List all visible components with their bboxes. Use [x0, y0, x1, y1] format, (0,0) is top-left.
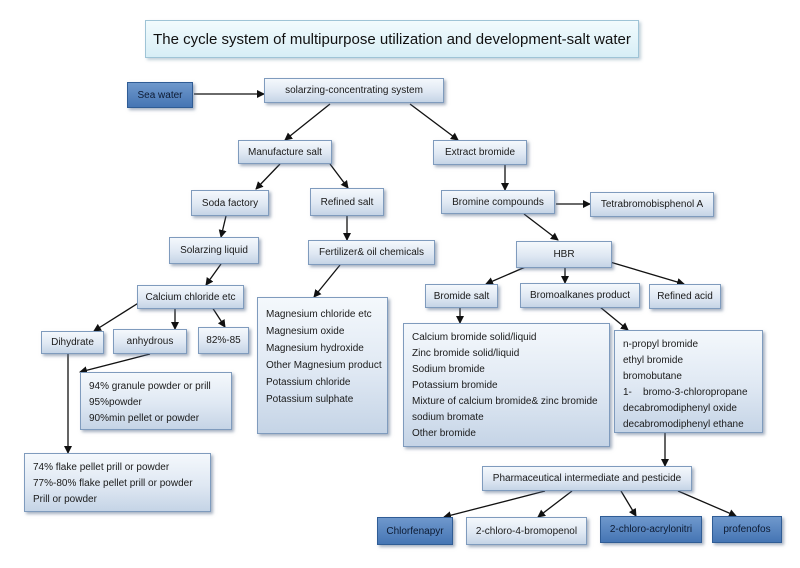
node-calcium-chloride: Calcium chloride etc — [137, 285, 244, 309]
list-magnesium-products: Magnesium chloride etc Magnesium oxide M… — [257, 297, 388, 434]
list-item: 90%min pellet or powder — [89, 413, 200, 424]
node-soda-factory: Soda factory — [191, 190, 269, 216]
arrow-fertilizer-to-magnesium — [313, 264, 341, 298]
node-82-85: 82%-85 — [198, 327, 249, 354]
node-chloro-acrylonitrile: 2-chloro-acrylonitri — [600, 516, 702, 543]
node-chloro-bromophenol: 2-chloro-4-bromopenol — [466, 517, 587, 545]
node-refined-acid: Refined acid — [649, 284, 721, 309]
list-item: Calcium bromide solid/liquid — [412, 332, 537, 343]
node-solarizing-system: solarzing-concentrating system — [264, 78, 444, 103]
node-profenofos: profenofos — [712, 516, 782, 543]
list-item: 74% flake pellet prill or powder — [33, 462, 170, 473]
list-item: n-propyl bromide — [623, 339, 699, 350]
list-item: Potassium bromide — [412, 380, 498, 391]
node-sea-water: Sea water — [127, 82, 193, 108]
node-bromoalkanes-product: Bromoalkanes product — [520, 283, 640, 308]
node-manufacture-salt: Manufacture salt — [238, 140, 332, 164]
list-item: 1- bromo-3-chloropropane — [623, 387, 748, 398]
list-item: decabromodiphenyl oxide — [623, 403, 737, 414]
list-item: Magnesium oxide — [266, 326, 345, 337]
list-dihydrate-products: 74% flake pellet prill or powder 77%-80%… — [24, 453, 211, 512]
list-item: Mixture of calcium bromide& zinc bromide — [412, 396, 598, 407]
list-item: Sodium bromide — [412, 364, 485, 375]
list-item: Prill or powder — [33, 494, 97, 505]
list-item: Magnesium chloride etc — [266, 309, 372, 320]
arrow-manufacture-to-soda — [255, 163, 281, 190]
arrow-soda-to-solarizing-liquid — [218, 215, 227, 238]
node-extract-bromide: Extract bromide — [433, 140, 527, 165]
list-bromide-products: Calcium bromide solid/liquid Zinc bromid… — [403, 323, 610, 447]
list-bromoalkane-products: n-propyl bromide ethyl bromide bromobuta… — [614, 330, 763, 433]
arrow-bromoalkanes-to-list — [599, 306, 629, 331]
list-item: Potassium sulphate — [266, 394, 354, 405]
node-pharmaceutical: Pharmaceutical intermediate and pesticid… — [482, 466, 692, 491]
list-item: bromobutane — [623, 371, 682, 382]
arrow-anhydrous-to-list — [79, 353, 151, 375]
list-item: Magnesium hydroxide — [266, 343, 364, 354]
list-item: 95%powder — [89, 397, 142, 408]
node-refined-salt: Refined salt — [310, 188, 384, 216]
arrow-solarizing-liquid-to-calcium — [205, 263, 222, 286]
list-item: Potassium chloride — [266, 377, 351, 388]
arrow-pharma-to-chlorophenol — [537, 490, 573, 518]
arrow-bromine-to-hbr — [523, 213, 559, 241]
node-hbr: HBR — [516, 241, 612, 268]
list-anhydrous-products: 94% granule powder or prill 95%powder 90… — [80, 372, 232, 430]
node-bromine-compounds: Bromine compounds — [441, 190, 555, 214]
arrow-pharma-to-chlorfenapyr — [443, 490, 546, 520]
node-anhydrous: anhydrous — [113, 329, 187, 354]
list-item: sodium bromate — [412, 412, 484, 423]
node-bromide-salt: Bromide salt — [425, 284, 498, 308]
arrow-pharma-to-profenofos — [677, 490, 737, 517]
arrow-manufacture-to-refined — [329, 163, 349, 189]
diagram-title: The cycle system of multipurpose utiliza… — [145, 20, 639, 58]
list-item: decabromodiphenyl ethane — [623, 419, 744, 430]
node-solarizing-liquid: Solarzing liquid — [169, 237, 259, 264]
list-item: 77%-80% flake pellet prill or powder — [33, 478, 193, 489]
list-item: Zinc bromide solid/liquid — [412, 348, 520, 359]
arrow-solarizing-to-manufacture — [284, 103, 331, 141]
arrow-pharma-to-acrylonitrile — [620, 490, 637, 517]
node-chlorfenapyr: Chlorfenapyr — [377, 517, 453, 545]
list-item: 94% granule powder or prill — [89, 381, 211, 392]
node-dihydrate: Dihydrate — [41, 331, 104, 354]
list-item: Other Magnesium product — [266, 360, 382, 371]
list-item: Other bromide — [412, 428, 476, 439]
node-fertilizer: Fertilizer& oil chemicals — [308, 240, 435, 265]
arrow-hbr-to-refined-acid — [609, 261, 685, 286]
node-tetrabromobisphenol: Tetrabromobisphenol A — [590, 192, 714, 217]
arrow-solarizing-to-extract — [409, 103, 459, 141]
arrow-calcium-to-dihydrate — [93, 301, 141, 332]
list-item: ethyl bromide — [623, 355, 684, 366]
